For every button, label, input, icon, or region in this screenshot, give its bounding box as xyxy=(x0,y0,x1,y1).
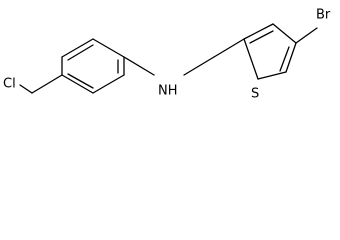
molecule-structure: Cl NH S Br xyxy=(3,8,331,102)
bond-ring-to-cl xyxy=(19,84,33,94)
bond-thiophene-5 xyxy=(243,38,259,80)
bond-thiophene-2 xyxy=(272,23,297,44)
bond-ring-3 xyxy=(61,38,94,58)
bond-thiophene-3 xyxy=(285,42,297,73)
double-bond-inner-3 xyxy=(67,73,94,89)
chlorine-label: Cl xyxy=(3,77,16,92)
bond-ring-6 xyxy=(92,74,125,94)
bond-ring-1 xyxy=(31,74,63,94)
thiophene-double-bond-2 xyxy=(279,46,290,72)
bond-ch2-to-c2 xyxy=(213,38,245,58)
bond-ring-to-nh xyxy=(123,56,155,76)
amine-label: NH xyxy=(158,84,178,99)
thiophene-double-bond-1 xyxy=(249,30,274,44)
sulfur-label: S xyxy=(251,87,259,102)
bond-thiophene-4 xyxy=(257,71,287,80)
bond-thiophene-1 xyxy=(243,23,274,40)
bond-c4-to-br xyxy=(295,27,318,44)
chlorophenyl-ring xyxy=(31,38,125,94)
bromine-label: Br xyxy=(316,8,331,23)
bromothiophene-ring xyxy=(213,23,318,80)
bond-ring-7 xyxy=(61,74,94,94)
bond-nh-to-ch2 xyxy=(183,56,215,76)
double-bond-inner-1 xyxy=(67,44,94,61)
bond-ring-4 xyxy=(92,38,125,58)
